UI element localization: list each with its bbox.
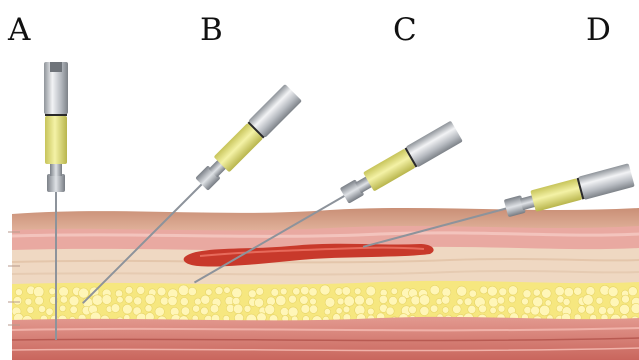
label-b: B	[200, 12, 223, 48]
skin-cross-section	[12, 208, 639, 360]
muscle-layer	[12, 317, 639, 360]
label-c: C	[393, 12, 417, 48]
label-d: D	[586, 12, 611, 48]
label-a: A	[7, 12, 31, 48]
